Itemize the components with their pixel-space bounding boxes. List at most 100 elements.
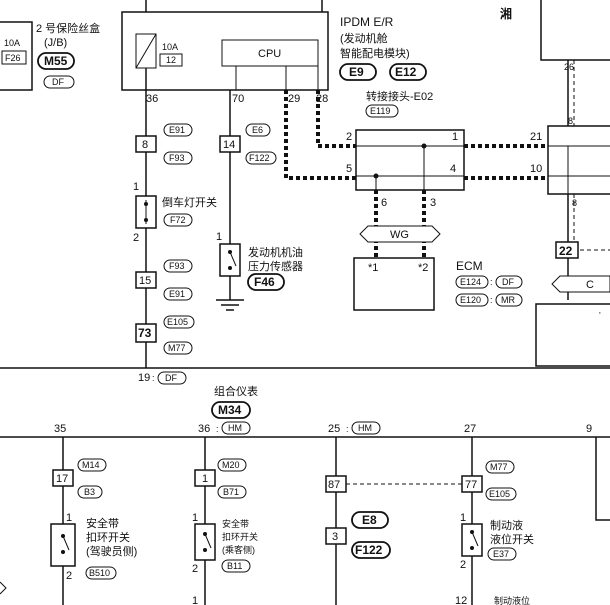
fuse-block-m55: M55 [44,54,68,68]
meter-colon-2: : [346,424,349,434]
col2-e6: E6 [252,125,263,135]
col1-73-box [135,323,157,343]
ecm-e120: E120 [460,295,481,305]
col2-sensor-dot-2 [228,266,232,270]
b2-switch-box [194,523,216,561]
b4-pin12: 12 [455,595,467,605]
col1-switch-dot-2 [144,218,148,222]
fuse-block-jb: (J/B) [44,37,67,49]
ipdm-cpu: CPU [258,48,281,60]
top-right-glyph: 湘 [500,6,512,21]
can-wire-29 [284,90,356,180]
seatbelt-passenger-circuit: M20 1 B71 1 安全带 扣环开关 (乘客侧) 2 B11 1 [192,437,258,605]
right-bus-c-shape [551,275,610,293]
conv-pin-3: 3 [430,197,436,209]
b1-m14-badge [77,458,107,472]
b1-b510: B510 [89,568,110,578]
ipdm-e9-badge [339,63,377,81]
col1-pin2: 2 [133,232,139,244]
meter-m34: M34 [218,403,242,417]
b2-label-3: (乘客侧) [222,544,255,555]
col2-f122-badge [245,151,277,165]
col1-switch-label: 倒车灯开关 [162,195,217,209]
col2-f46: F46 [254,275,275,289]
col2-f46-badge [247,273,285,291]
right-pin-32-dot: · [598,307,602,319]
wg-shape [359,225,441,243]
b1-17-box [52,469,74,487]
b2-switch-dot-2 [203,548,207,552]
conv-title: 转接接头-E02 [366,89,433,103]
b1-b510-badge [85,566,117,580]
b1-label-3: (驾驶员侧) [86,544,137,558]
b4-e105: E105 [489,489,510,499]
meter-hm1-badge [221,421,251,435]
ipdm-fuse-12-box [159,53,183,67]
col1-8: 8 [142,139,148,151]
b1-b3: B3 [84,487,95,497]
b2-pin1: 1 [192,512,198,524]
col1-73: 73 [138,326,152,340]
col1-f72: F72 [170,215,186,225]
right-bottom-box [535,303,610,367]
col1-e91: E91 [169,125,185,135]
b1-m14: M14 [82,460,100,470]
top-right-pin-8: 8 [568,116,573,126]
b2-pin1-bottom: 1 [192,595,198,605]
b1-switch-box [50,523,76,567]
meter-pin-9-wire [595,437,610,521]
b4-pin1: 1 [460,512,466,524]
ipdm-e12-badge [389,63,427,81]
meter-pin-27: 27 [464,423,476,435]
top-right-module: 湘 26 8 [500,0,610,126]
bottom-partial-label: 制动液位 [494,595,530,605]
b1-switch-dot-2 [61,550,65,554]
wg-label: WG [390,229,409,241]
ecm-e124: E124 [460,277,481,287]
b2-label-1: 安全带 [222,518,249,529]
b3-3: 3 [332,531,338,543]
b2-1: 1 [202,473,208,485]
fuse-10a-left: 10A [4,38,20,48]
b2-switch-contact [204,533,212,549]
oil-pressure-circuit: E6 14 F122 1 发动机机油 压力传感器 F46 [216,90,303,311]
col1-f93-badge [163,151,193,165]
b4-77: 77 [465,479,477,491]
conv-e119: E119 [370,106,390,116]
col2-e6-badge [245,123,271,137]
col1-f93: F93 [169,153,185,163]
ipdm-e12: E12 [395,65,417,79]
b4-e105-badge [485,487,517,501]
ecm-box [353,257,435,311]
conv-pin-4: 4 [450,163,456,175]
ipdm-pin-28: 28 [316,93,328,105]
b2-b71: B71 [223,487,239,497]
col2-sensor-label-1: 发动机机油 [248,245,303,259]
conv-pin-6: 6 [381,197,387,209]
ipdm-fuse-slash [135,33,157,69]
col1-df-badge [157,371,187,385]
b1-17: 17 [56,473,68,485]
right-connector: 21 10 8 22 C 32 · [530,125,610,367]
ipdm-subtitle-1: (发动机舱 [340,31,388,45]
right-conn-pin-10: 10 [530,163,542,175]
meter-colon-1: : [216,424,219,434]
ipdm-fuse-12: 12 [166,55,176,65]
col1-15-box [135,271,157,289]
b4-e37: E37 [493,549,509,559]
b1-left-arrow [0,581,7,595]
reverse-lamp-circuit: E91 8 F93 1 倒车灯开关 2 F72 F93 15 E91 E105 … [133,90,217,385]
b3-f122-badge [351,541,391,559]
b1-pin2: 2 [66,570,72,582]
ecm-mr: MR [501,295,515,305]
joint-connector-e02: 转接接头-E02 E119 2 1 5 4 6 3 [346,89,465,209]
brake-fluid-circuit: M77 77 E105 1 制动液 液位开关 E37 2 12 制动液位 [455,437,534,605]
ipdm-pin-29: 29 [288,93,300,105]
b2-b11-badge [221,559,251,573]
meter-m34-badge [211,401,251,419]
fuse-block-2: 10A F26 2 号保险丝盒 (J/B) M55 DF [0,21,100,91]
ecm-mr-badge [495,293,523,307]
col1-e105-badge [163,315,195,329]
ecm-e124-badge [455,275,489,289]
col2-14-box [219,135,241,153]
